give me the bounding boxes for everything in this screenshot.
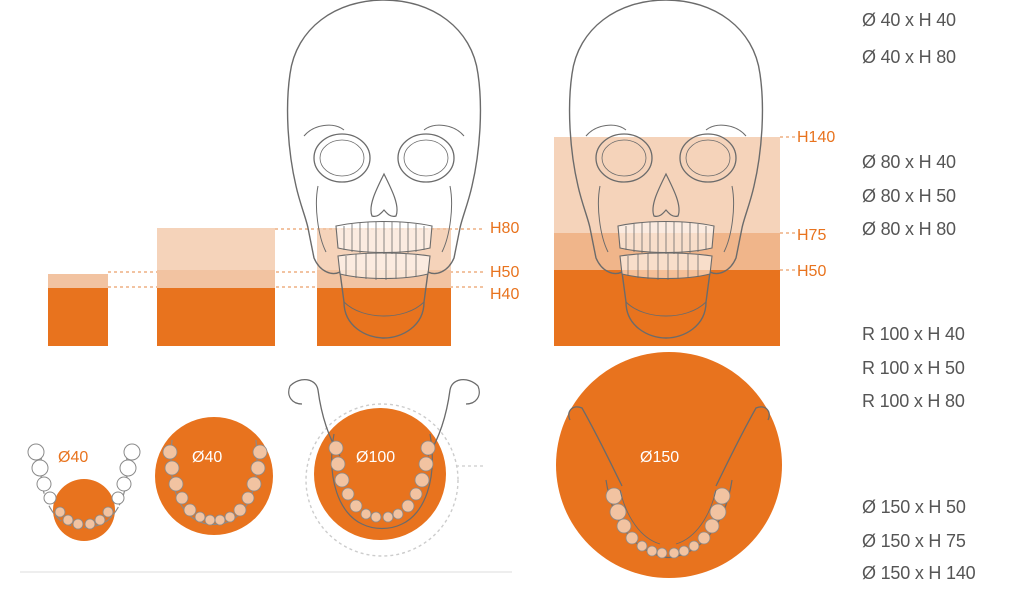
spec-item: Ø 40 x H 40 xyxy=(862,10,956,31)
fov-axial-d80 xyxy=(155,417,273,535)
spec-item: R 100 x H 40 xyxy=(862,324,965,345)
diameter-label-d100: Ø100 xyxy=(356,449,395,466)
diameter-label-d40-b: Ø40 xyxy=(192,449,222,466)
spec-item: Ø 40 x H 80 xyxy=(862,47,956,68)
spec-item: Ø 80 x H 80 xyxy=(862,219,956,240)
height-label-h40: H40 xyxy=(490,286,519,303)
spec-item: Ø 150 x H 50 xyxy=(862,497,966,518)
height-label-h80: H80 xyxy=(490,220,519,237)
height-label-h75: H75 xyxy=(797,227,826,244)
height-label-h140: H140 xyxy=(797,129,835,146)
height-label-h50-right: H50 xyxy=(797,263,826,280)
spec-item: Ø 80 x H 50 xyxy=(862,186,956,207)
height-guides-right xyxy=(780,137,795,270)
height-label-h50-left: H50 xyxy=(490,264,519,281)
spec-item: Ø 150 x H 140 xyxy=(862,563,975,584)
fov-axial-r100 xyxy=(289,380,484,556)
spec-item: R 100 x H 50 xyxy=(862,358,965,379)
spec-item: R 100 x H 80 xyxy=(862,391,965,412)
spec-item: Ø 150 x H 75 xyxy=(862,531,966,552)
diameter-label-d150: Ø150 xyxy=(640,449,679,466)
spec-item: Ø 80 x H 40 xyxy=(862,152,956,173)
diameter-label-d40-a: Ø40 xyxy=(58,449,88,466)
fov-block-d40 xyxy=(48,274,108,346)
